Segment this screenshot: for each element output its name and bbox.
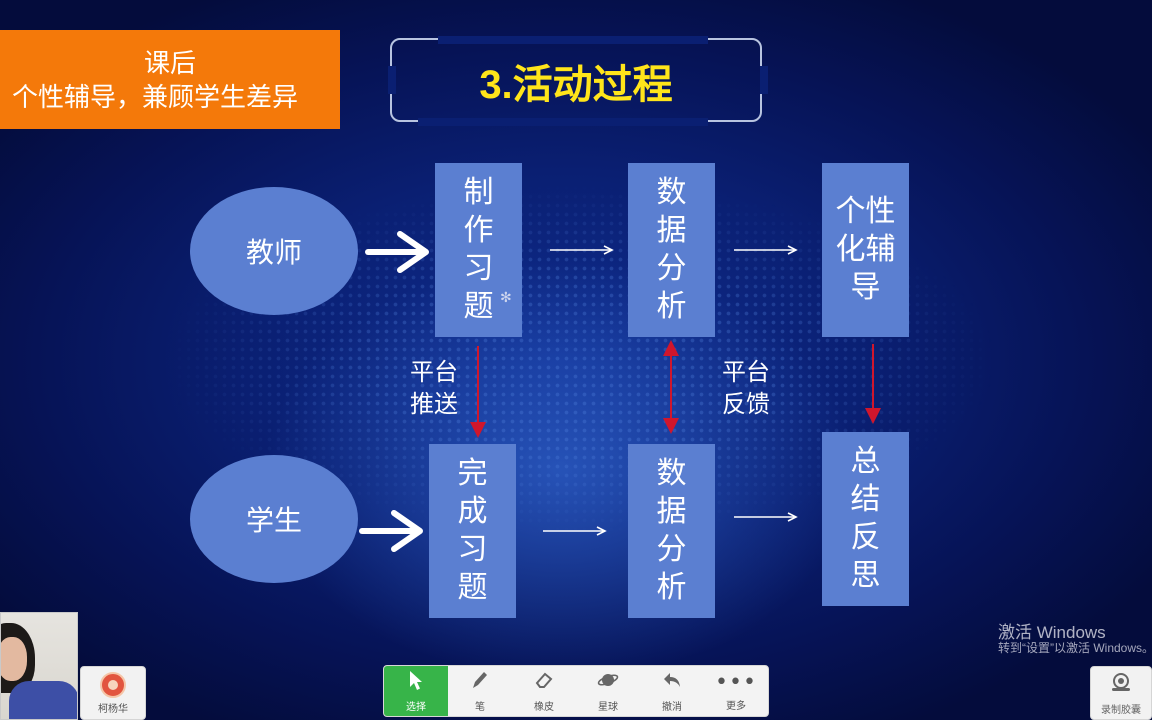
thick-arrow-teacher bbox=[365, 231, 429, 273]
student-ellipse: 学生 bbox=[190, 455, 358, 583]
student-step-data-analysis: 数据分析 bbox=[628, 444, 715, 618]
teacher-step-personalized-tutoring: 个性化辅导 bbox=[822, 163, 909, 337]
asterisk-mark: ✻ bbox=[500, 290, 512, 306]
pen-icon bbox=[470, 669, 490, 696]
eraser-icon bbox=[534, 669, 554, 696]
platform-feedback-label: 平台反馈 bbox=[722, 359, 770, 418]
select-tool-button[interactable]: 选择 bbox=[384, 666, 448, 716]
student-step-2-text: 数据分析 bbox=[656, 457, 687, 604]
teacher-step-2-text: 数据分析 bbox=[656, 176, 687, 323]
planet-tool-button[interactable]: 星球 bbox=[576, 666, 640, 716]
student-step-summary-reflection: 总结反思 bbox=[822, 432, 909, 606]
undo-tool-button[interactable]: 撤消 bbox=[640, 666, 704, 716]
avatar bbox=[100, 672, 126, 698]
participant-card[interactable]: 柯杨华 bbox=[80, 666, 146, 720]
topic-banner: 课后 个性辅导，兼顾学生差异 bbox=[0, 30, 340, 129]
more-icon: ••• bbox=[715, 669, 757, 695]
pen-tool-label: 笔 bbox=[475, 702, 485, 713]
record-capsule-label: 录制胶囊 bbox=[1101, 704, 1141, 716]
pointer-icon bbox=[406, 669, 426, 696]
banner-subtitle: 个性辅导，兼顾学生差异 bbox=[11, 82, 298, 112]
participant-name: 柯杨华 bbox=[98, 704, 128, 715]
annotation-toolbar: 选择 笔 橡皮 星球 撤消 ••• 更多 bbox=[383, 665, 769, 717]
select-tool-label: 选择 bbox=[406, 702, 426, 713]
more-tool-label: 更多 bbox=[726, 700, 746, 712]
planet-tool-label: 星球 bbox=[598, 702, 618, 713]
banner-title: 课后 bbox=[143, 48, 196, 78]
slide-title: 3.活动过程 bbox=[479, 63, 673, 107]
record-capsule-button[interactable]: 录制胶囊 bbox=[1090, 666, 1152, 720]
teacher-ellipse: 教师 bbox=[190, 187, 358, 315]
undo-icon bbox=[661, 669, 683, 696]
planet-icon bbox=[597, 669, 619, 696]
teacher-label: 教师 bbox=[245, 237, 302, 268]
webcam-thumbnail[interactable] bbox=[0, 612, 78, 720]
eraser-tool-label: 橡皮 bbox=[534, 702, 554, 713]
activation-watermark-hint: 转到“设置”以激活 Windows。 bbox=[998, 641, 1152, 655]
more-tool-button[interactable]: ••• 更多 bbox=[704, 666, 768, 716]
title-frame bbox=[388, 36, 768, 126]
pen-tool-button[interactable]: 笔 bbox=[448, 666, 512, 716]
student-step-complete-exercises: 完成习题 bbox=[429, 444, 516, 618]
student-step-3-text: 总结反思 bbox=[850, 445, 881, 592]
teacher-step-1-text: 制作习题 bbox=[463, 176, 494, 323]
record-capsule-icon bbox=[1109, 671, 1133, 697]
student-label: 学生 bbox=[245, 505, 302, 536]
eraser-tool-button[interactable]: 橡皮 bbox=[512, 666, 576, 716]
student-step-1-text: 完成习题 bbox=[457, 457, 488, 604]
activation-watermark-title: 激活 Windows bbox=[998, 623, 1106, 642]
teacher-step-make-exercises: 制作习题 bbox=[435, 163, 522, 337]
teacher-step-data-analysis: 数据分析 bbox=[628, 163, 715, 337]
teacher-step-3-text: 个性化辅导 bbox=[835, 195, 896, 304]
undo-tool-label: 撤消 bbox=[662, 702, 682, 713]
thick-arrow-student bbox=[359, 510, 423, 552]
platform-push-label: 平台推送 bbox=[410, 359, 458, 418]
